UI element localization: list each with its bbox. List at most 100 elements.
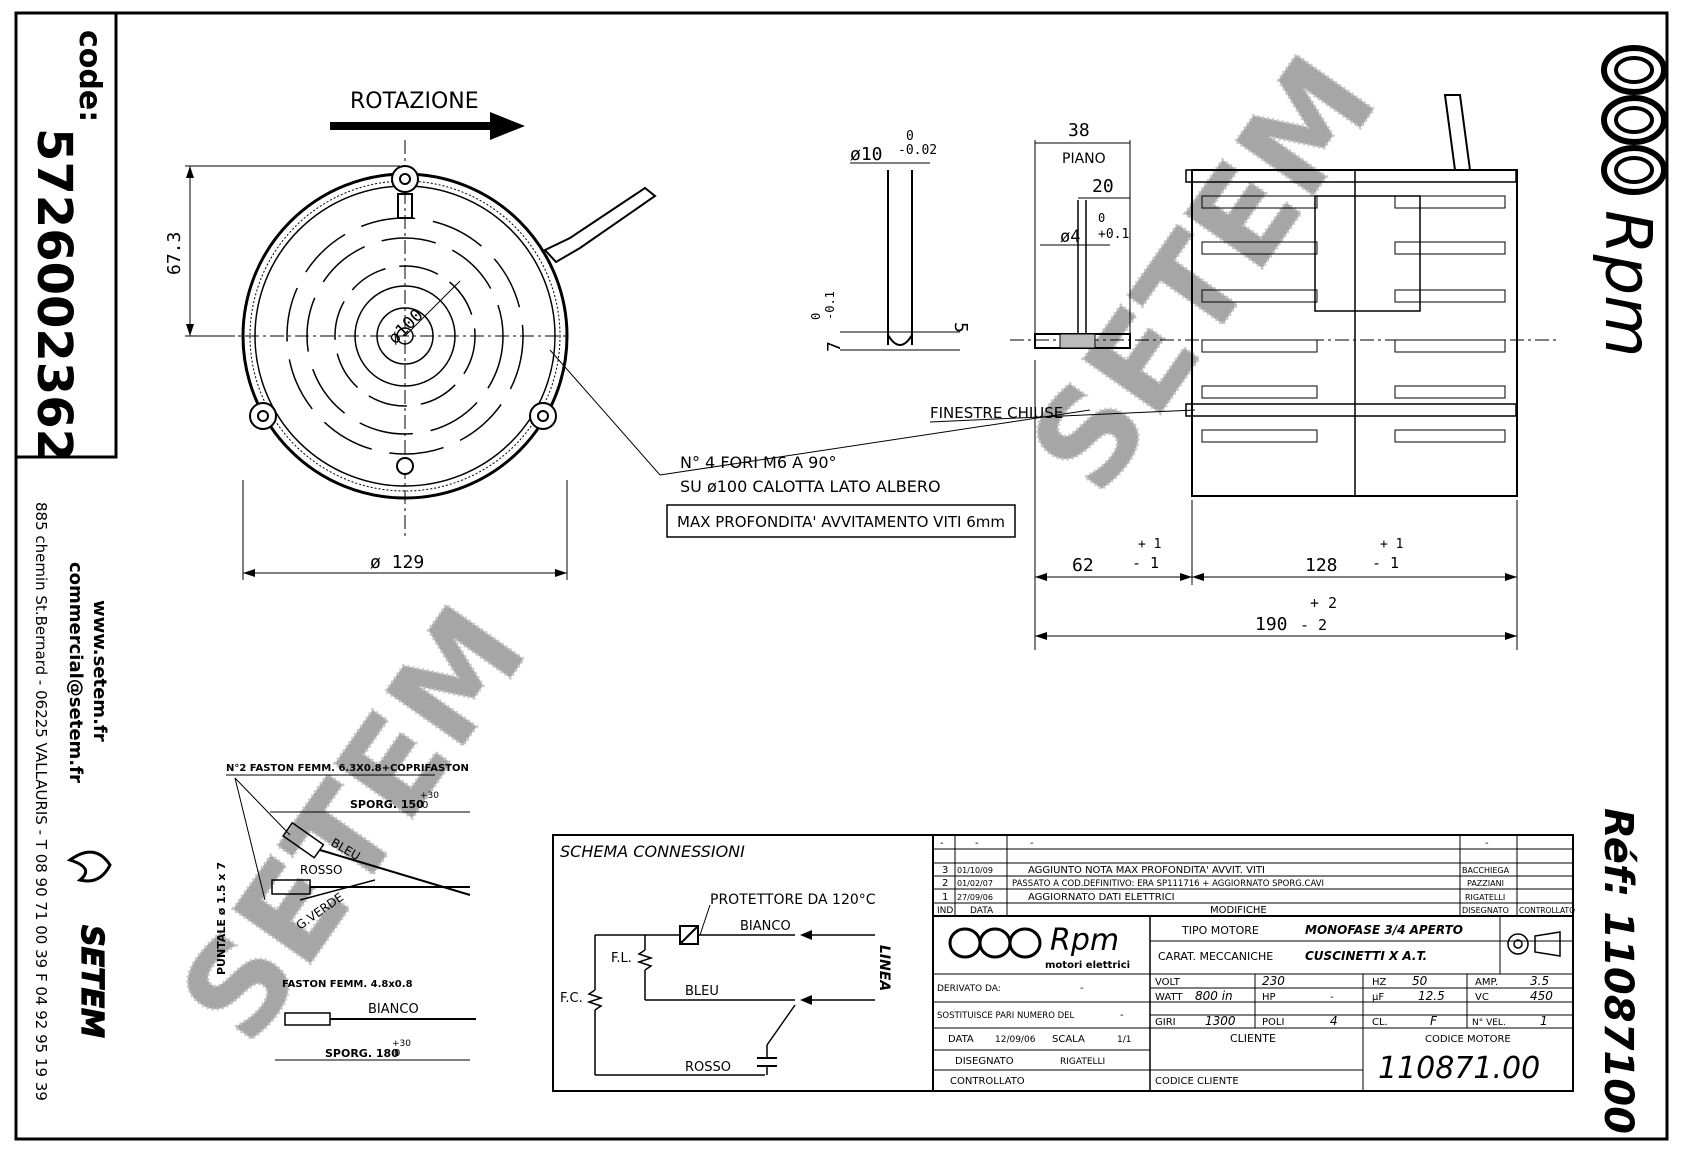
mount-hole-left xyxy=(249,402,277,430)
volt-value: 230 xyxy=(1262,974,1285,988)
mount-slot xyxy=(397,193,413,219)
schema-bianco: BIANCO xyxy=(740,919,791,934)
disegnato-value: RIGATELLI xyxy=(1060,1057,1105,1067)
code-number: 5726002362 xyxy=(26,128,82,462)
schema-fl-coil xyxy=(636,949,654,971)
sostituisce-label: SOSTITUISCE PARI NUMERO DEL xyxy=(937,1011,1075,1021)
motor-hub xyxy=(354,285,456,387)
dim-62-tol-minus: - 1 xyxy=(1132,554,1159,572)
setem-swoosh-icon xyxy=(66,850,112,883)
schema-title: SCHEMA CONNESSIONI xyxy=(560,842,745,861)
svg-text:-: - xyxy=(1030,838,1034,849)
tipo-label: TIPO MOTORE xyxy=(1181,924,1259,937)
hole-tol-lower: 0 xyxy=(1098,211,1105,225)
faston-leader-1 xyxy=(234,777,266,901)
cliente-label: CLIENTE xyxy=(1230,1032,1276,1045)
svg-text:AGGIORNATO DATI ELETTRICI: AGGIORNATO DATI ELETTRICI xyxy=(1028,892,1175,903)
brand-logo-right: Rpm xyxy=(1590,45,1667,357)
motor-ribs xyxy=(249,180,561,492)
rpm-logo-text: Rpm xyxy=(1590,210,1664,357)
code-frame xyxy=(14,11,118,459)
svg-text:27/09/06: 27/09/06 xyxy=(957,893,993,902)
schema-line-arrows xyxy=(800,930,812,1005)
scala-value: 1/1 xyxy=(1117,1035,1131,1045)
sporg-180-label: SPORG. 180 xyxy=(325,1047,399,1060)
codice-cliente-label: CODICE CLIENTE xyxy=(1155,1076,1239,1087)
schema-connessioni: SCHEMA CONNESSIONI PROTETTORE DA 120°C B… xyxy=(552,834,934,1092)
revision-row-2: 2 01/02/07 PASSATO A COD.DEFINITIVO: ERA… xyxy=(942,878,1504,889)
side-bottom-bolt xyxy=(1185,403,1517,417)
watermark-right: SETEM xyxy=(1001,30,1406,518)
sheet-border xyxy=(14,11,1669,1141)
company-email: commercial@setem.fr xyxy=(65,562,86,783)
rotation-label: ROTAZIONE xyxy=(350,89,479,114)
side-fins xyxy=(1201,195,1506,443)
title-block-frame xyxy=(932,834,1574,1092)
holes-leader xyxy=(549,349,661,476)
side-top-bolt xyxy=(1185,169,1517,183)
reference-number: Réf: 11087100 xyxy=(1595,808,1641,1134)
watt-value: 800 in xyxy=(1195,989,1233,1003)
dim-190-label: 190 xyxy=(1255,614,1288,635)
revision-row-0: - - - - xyxy=(940,838,1489,849)
shaft-tol-upper: 0 xyxy=(906,129,914,144)
watt-label: WATT xyxy=(1155,992,1183,1003)
cl-label: CL. xyxy=(1372,1017,1388,1028)
schema-protettore-leader xyxy=(699,904,711,936)
holes-note-1: N° 4 FORI M6 A 90° xyxy=(680,453,837,472)
dim-190-tol-minus: - 2 xyxy=(1300,616,1327,634)
dim-67-label: 67.3 xyxy=(164,232,185,275)
title-block: - - - - 3 01/10/09 AGGIUNTO NOTA MAX PRO… xyxy=(932,834,1575,1092)
shaft-tol-lower: -0.02 xyxy=(898,143,937,158)
codice-motore-value: 110871.00 xyxy=(1378,1051,1540,1086)
setem-logo: SETEM xyxy=(66,850,112,1039)
code-block: code: 5726002362 xyxy=(14,11,118,462)
svg-text:MODIFICHE: MODIFICHE xyxy=(1210,905,1267,916)
holes-note-2: SU ø100 CALOTTA LATO ALBERO xyxy=(680,477,941,496)
cable-gland xyxy=(543,186,657,264)
uf-label: µF xyxy=(1372,992,1384,1003)
carat-value: CUSCINETTI X A.T. xyxy=(1305,949,1427,963)
data-label: DATA xyxy=(948,1034,974,1045)
projection-symbol-icon xyxy=(1507,931,1561,957)
carat-label: CARAT. MECCANICHE xyxy=(1158,950,1273,963)
shaft-detail: ø10 0 -0.02 7 0 -0.1 5 xyxy=(809,129,971,352)
nvel-value: 1 xyxy=(1540,1014,1548,1028)
revision-row-1: 3 01/10/09 AGGIUNTO NOTA MAX PROFONDITA'… xyxy=(942,865,1510,876)
svg-text:3: 3 xyxy=(942,865,948,876)
derivato-label: DERIVATO DA: xyxy=(937,984,1001,994)
hole-tol: +0.1 xyxy=(1098,227,1129,242)
svg-text:01/02/07: 01/02/07 xyxy=(957,879,993,888)
faston-note: N°2 FASTON FEMM. 6.3X0.8+COPRIFASTON xyxy=(226,763,469,774)
motor-shaft xyxy=(396,327,414,345)
hole-dia: ø4 xyxy=(1060,227,1080,247)
giri-label: GIRI xyxy=(1155,1017,1176,1028)
mount-hole-right xyxy=(529,402,557,430)
svg-text:RIGATELLI: RIGATELLI xyxy=(1465,893,1505,902)
shaft-key-tol-upper: 0 xyxy=(809,313,823,320)
sporg-150-tol: +30 xyxy=(420,791,439,801)
svg-text:-: - xyxy=(940,838,944,849)
faston-leader-2 xyxy=(234,777,291,836)
poli-value: 4 xyxy=(1330,1014,1338,1028)
side-view: 38 PIANO 20 ø4 0 +0.1 FINESTRE CHIUSE 62… xyxy=(929,94,1560,650)
revision-headers: IND DATA MODIFICHE DISEGNATO CONTROLLATO xyxy=(937,905,1575,916)
schema-fc-coil xyxy=(586,989,604,1011)
max-depth-note: MAX PROFONDITA' AVVITAMENTO VITI 6mm xyxy=(677,513,1005,531)
front-view: ROTAZIONE 67.3 ø100 xyxy=(164,89,1091,580)
dim-128-label: 128 xyxy=(1305,555,1338,576)
svg-text:PAZZIANI: PAZZIANI xyxy=(1467,879,1504,888)
wiring-detail: N°2 FASTON FEMM. 6.3X0.8+COPRIFASTON SPO… xyxy=(215,763,476,1061)
svg-text:BACCHIEGA: BACCHIEGA xyxy=(1462,866,1510,875)
svg-text:DATA: DATA xyxy=(970,906,994,916)
setem-logo-text: SETEM xyxy=(74,925,109,1038)
svg-text:2: 2 xyxy=(942,878,948,889)
svg-text:CONTROLLATO: CONTROLLATO xyxy=(1519,906,1575,915)
derivato-value: - xyxy=(1080,983,1084,994)
sporg-150-label: SPORG. 150 xyxy=(350,798,424,811)
poli-label: POLI xyxy=(1262,1017,1284,1028)
title-logo-text: Rpm xyxy=(1050,923,1119,958)
sporg-180-tol0: 0 xyxy=(394,1048,400,1059)
data-value: 12/09/06 xyxy=(995,1035,1036,1045)
